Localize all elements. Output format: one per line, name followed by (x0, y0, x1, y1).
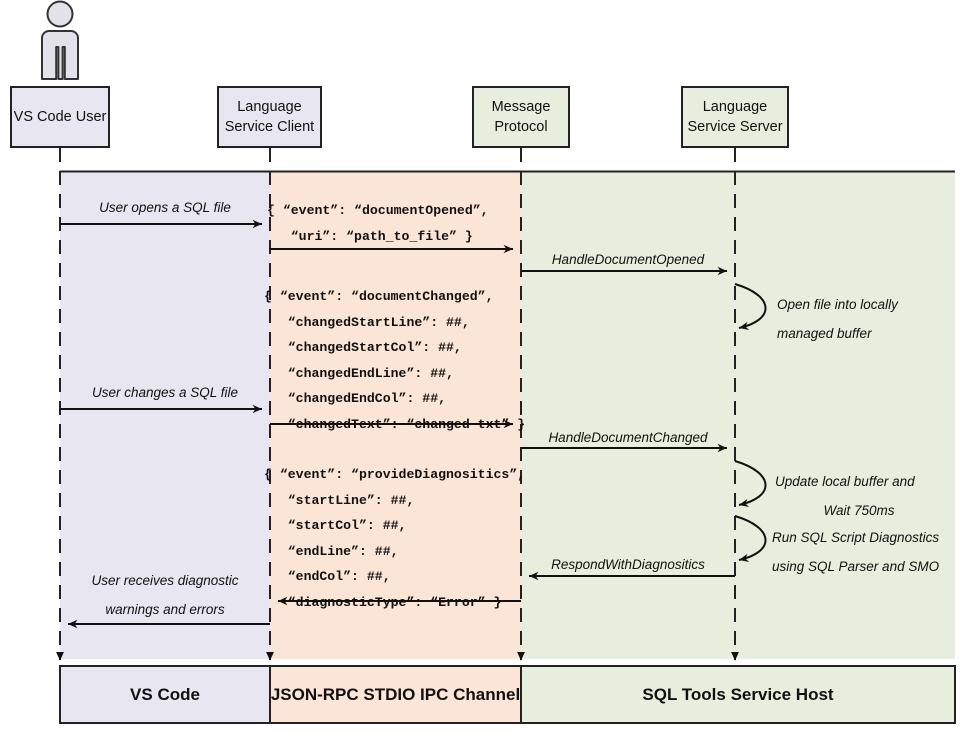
participant-label-line2: Service Client (224, 119, 315, 135)
note-run-diagnostics-line1: Run SQL Script Diagnostics (772, 530, 940, 545)
participant-label-line1: Message (491, 98, 551, 115)
participant-label-line2: Protocol (494, 119, 548, 135)
band-jsonrpc (270, 172, 521, 659)
selfloop-open-file (734, 283, 767, 331)
footer-label-vs-code: VS Code (130, 684, 200, 704)
participant-label-line1: Language (237, 98, 302, 115)
participant-label-line1: Language (702, 98, 768, 115)
band-sqltools (521, 172, 955, 659)
label-handle-document-changed: HandleDocumentChanged (548, 430, 708, 445)
label-user-receives-line1: User receives diagnostic (91, 573, 239, 588)
selfloop-run-diagnostics (734, 515, 767, 563)
footer-band-jsonrpc (269, 665, 522, 724)
label-respond-with-diagnostics: RespondWithDiagnositics (551, 557, 705, 572)
participant-language-service-server[interactable]: Language Service Server (681, 86, 789, 148)
label-handle-document-opened: HandleDocumentOpened (551, 252, 705, 267)
footer-label-sql-tools: SQL Tools Service Host (642, 684, 834, 704)
note-open-file-line2: managed buffer (777, 326, 872, 341)
selfloop-update-buffer (734, 460, 767, 508)
payload-provide-diagnostics: { “event”: “provideDiagnositics”, “start… (264, 467, 526, 610)
participant-label-line1: VS Code User (13, 108, 107, 125)
participant-language-service-client[interactable]: Language Service Client (217, 86, 322, 148)
footer-band-sqltools (520, 665, 956, 724)
participant-label-line2: Service Server (687, 119, 783, 135)
person-icon (41, 0, 79, 80)
label-user-opens: User opens a SQL file (99, 200, 231, 215)
payload-document-opened: { “event”: “documentOpened”, “uri”: “pat… (267, 203, 489, 244)
note-update-buffer-line2: Wait 750ms (823, 503, 895, 518)
note-run-diagnostics-line2: using SQL Parser and SMO (772, 559, 940, 574)
participant-message-protocol[interactable]: Message Protocol (472, 86, 570, 148)
payload-document-changed: { “event”: “documentChanged”, “changedSt… (264, 289, 526, 432)
label-user-changes: User changes a SQL file (91, 385, 239, 400)
participant-vs-code-user[interactable]: VS Code User (10, 86, 110, 148)
note-update-buffer-line1: Update local buffer and (775, 474, 915, 489)
band-vscode (60, 172, 270, 659)
note-open-file-line1: Open file into locally (777, 297, 898, 312)
footer-label-json-rpc: JSON-RPC STDIO IPC Channel (270, 684, 521, 704)
label-user-receives-line2: warnings and errors (105, 602, 225, 617)
